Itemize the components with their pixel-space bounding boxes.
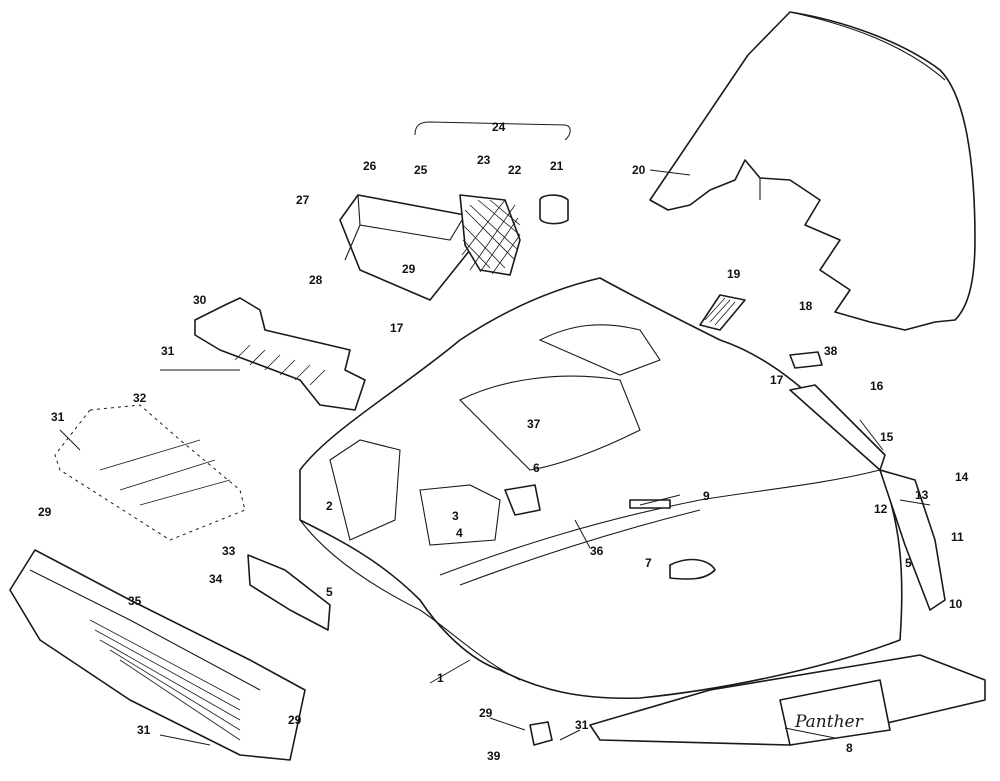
callout-27: 27 [296,193,310,207]
callout-17-a: 17 [390,321,404,335]
callout-36: 36 [590,544,604,558]
panther-decal-text: Panther [794,712,864,732]
hood [299,277,903,700]
callout-31-b: 31 [51,410,65,424]
callout-14: 14 [955,470,969,484]
callout-5-b: 5 [905,556,912,570]
side-panel [789,384,946,611]
callout-2: 2 [326,499,333,513]
callout-23: 23 [477,153,491,167]
callout-29-a: 29 [402,262,416,276]
callout-5-a: 5 [326,585,333,599]
grille-pan [54,404,246,541]
callout-28: 28 [309,273,323,287]
callout-24: 24 [492,120,506,134]
hood-latch-plate [669,558,716,580]
callout-31-a: 31 [161,344,175,358]
callout-38: 38 [824,344,838,358]
headlight-bracket [194,297,366,411]
callout-15: 15 [880,430,894,444]
callout-31-c: 31 [137,723,151,737]
callout-37: 37 [527,417,541,431]
sealed-beam-lamp [459,194,569,276]
callout-4: 4 [456,526,463,540]
callout-21: 21 [550,159,564,173]
callout-26: 26 [363,159,377,173]
headlight-housing [339,194,471,301]
callout-7: 7 [645,556,652,570]
decal-strip: Panther [589,654,986,746]
callout-29-b: 29 [38,505,52,519]
callout-6: 6 [533,461,540,475]
callout-29-c: 29 [288,713,302,727]
callout-3: 3 [452,509,459,523]
emblem [504,484,541,516]
leader-lines [59,121,931,746]
callout-1: 1 [437,671,444,685]
callout-19: 19 [727,267,741,281]
callout-17-b: 17 [770,373,784,387]
callout-22: 22 [508,163,522,177]
clip-38 [789,351,823,369]
callout-39: 39 [487,749,501,763]
callout-9: 9 [703,489,710,503]
callout-29-d: 29 [479,706,493,720]
light-switch-plate [247,554,331,631]
bracket-39 [529,721,553,746]
callout-10: 10 [949,597,963,611]
spring [629,499,671,509]
callout-13: 13 [915,488,929,502]
vent-grille [699,294,746,331]
nose-cone [9,549,306,761]
callout-8: 8 [846,741,853,755]
callout-25: 25 [414,163,428,177]
callout-12: 12 [874,502,888,516]
callout-33: 33 [222,544,236,558]
callout-labels: 1 2 3 4 5 5 6 7 8 9 10 11 12 13 14 15 16… [38,120,969,763]
callout-30: 30 [193,293,207,307]
callout-32: 32 [133,391,147,405]
callout-11: 11 [951,530,964,544]
callout-18: 18 [799,299,813,313]
callout-34: 34 [209,572,223,586]
callout-20: 20 [632,163,646,177]
callout-16: 16 [870,379,884,393]
windshield [649,11,976,331]
callout-31-d: 31 [575,718,589,732]
callout-35: 35 [128,594,142,608]
